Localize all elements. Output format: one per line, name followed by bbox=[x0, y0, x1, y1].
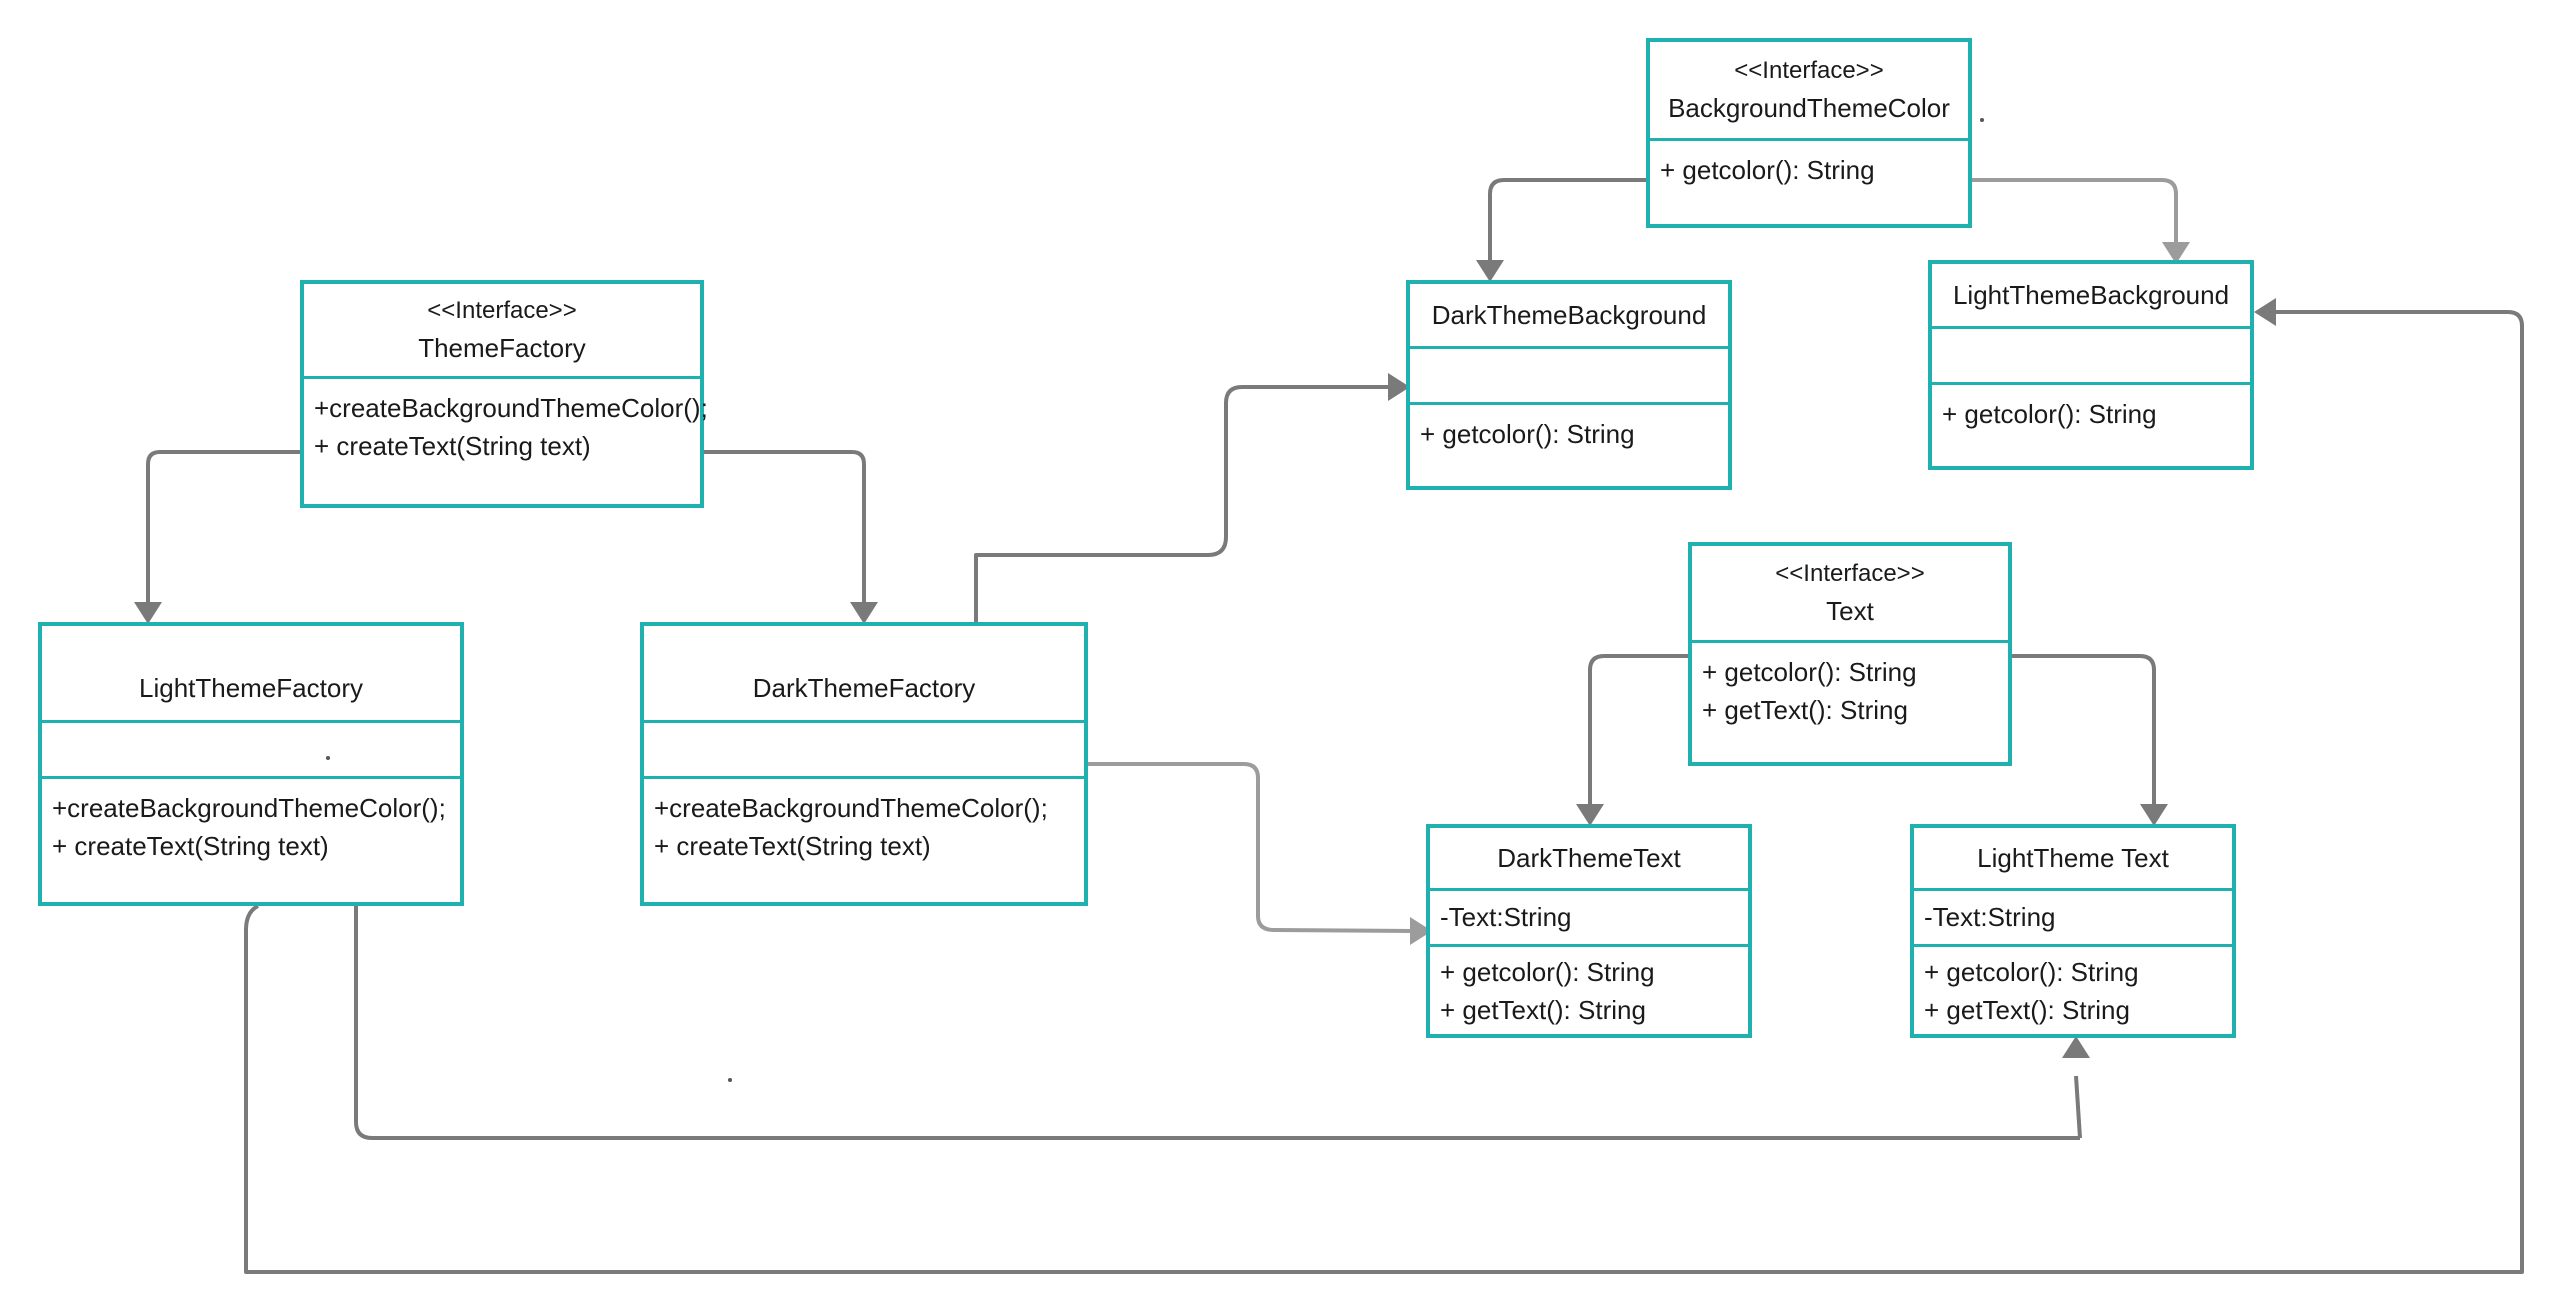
arrowhead bbox=[1388, 373, 1410, 401]
class-text[interactable]: <<Interface>> Text + getcolor(): String … bbox=[1688, 542, 2012, 766]
arrowhead bbox=[2062, 1036, 2090, 1058]
connector-lightthemetext-return bbox=[2074, 1075, 2082, 1139]
method: +createBackgroundThemeColor(); bbox=[654, 793, 1048, 823]
attribute: -Text:String bbox=[1440, 902, 1572, 932]
arrowhead bbox=[1576, 804, 1604, 826]
methods-section: + getcolor(): String bbox=[1410, 402, 1728, 486]
stray-dot bbox=[326, 756, 330, 760]
arrowhead bbox=[2254, 298, 2276, 326]
arrowhead bbox=[2162, 242, 2190, 264]
connector-darkthemefactory-to-darkthemebackground bbox=[974, 385, 1388, 622]
class-name: LightThemeBackground bbox=[1952, 280, 2230, 310]
stereotype-label: <<Interface>> bbox=[1775, 560, 1925, 587]
method: + getText(): String bbox=[1440, 995, 1646, 1025]
class-darkthemebackground[interactable]: DarkThemeBackground + getcolor(): String bbox=[1406, 280, 1732, 490]
connector-lightthemefactory-to-lightthemebackground bbox=[244, 310, 2524, 1274]
connector-text-to-lightthemetext bbox=[2012, 654, 2156, 804]
class-header: <<Interface>> ThemeFactory bbox=[304, 284, 700, 376]
method: + getText(): String bbox=[1924, 995, 2130, 1025]
attributes-section bbox=[1410, 346, 1728, 402]
class-header: <<Interface>> BackgroundThemeColor bbox=[1650, 42, 1968, 138]
method: + createText(String text) bbox=[52, 831, 329, 861]
class-header: LightThemeFactory bbox=[42, 626, 460, 720]
attributes-section: -Text:String bbox=[1914, 888, 2232, 944]
class-name: ThemeFactory bbox=[418, 333, 586, 363]
methods-section: +createBackgroundThemeColor(); + createT… bbox=[644, 776, 1084, 902]
attribute: -Text:String bbox=[1924, 902, 2056, 932]
connector-backgroundthemecolor-to-darkthemebackground bbox=[1488, 178, 1650, 260]
stereotype-label: <<Interface>> bbox=[427, 297, 577, 324]
method: +createBackgroundThemeColor(); bbox=[52, 793, 446, 823]
method: + getcolor(): String bbox=[1420, 419, 1635, 449]
arrowhead bbox=[1410, 917, 1432, 945]
class-name: DarkThemeText bbox=[1497, 843, 1681, 873]
method: + getcolor(): String bbox=[1702, 657, 1917, 687]
methods-section: + getcolor(): String bbox=[1650, 138, 1968, 224]
class-darkthemefactory[interactable]: DarkThemeFactory +createBackgroundThemeC… bbox=[640, 622, 1088, 906]
attributes-section bbox=[644, 720, 1084, 776]
attributes-section bbox=[42, 720, 460, 776]
class-name: DarkThemeBackground bbox=[1431, 300, 1707, 330]
method: + getcolor(): String bbox=[1942, 399, 2157, 429]
class-lightthemebackground[interactable]: LightThemeBackground + getcolor(): Strin… bbox=[1928, 260, 2254, 470]
attributes-section: -Text:String bbox=[1430, 888, 1748, 944]
class-darkthemetext[interactable]: DarkThemeText -Text:String + getcolor():… bbox=[1426, 824, 1752, 1038]
method: + getText(): String bbox=[1702, 695, 1908, 725]
connector-themefactory-to-darkthemefactory bbox=[704, 450, 866, 602]
class-header: <<Interface>> Text bbox=[1692, 546, 2008, 640]
methods-section: +createBackgroundThemeColor(); + createT… bbox=[304, 376, 708, 504]
class-header: DarkThemeFactory bbox=[644, 626, 1084, 720]
class-name: BackgroundThemeColor bbox=[1668, 93, 1950, 123]
arrowhead bbox=[1476, 260, 1504, 282]
method: +createBackgroundThemeColor(); bbox=[314, 393, 708, 423]
method: + getcolor(): String bbox=[1924, 957, 2139, 987]
connector-themefactory-to-lightthemefactory bbox=[146, 450, 300, 602]
class-themefactory[interactable]: <<Interface>> ThemeFactory +createBackgr… bbox=[300, 280, 708, 508]
method: + createText(String text) bbox=[314, 431, 591, 461]
methods-section: +createBackgroundThemeColor(); + createT… bbox=[42, 776, 460, 902]
class-name: DarkThemeFactory bbox=[752, 673, 976, 703]
arrowhead bbox=[134, 602, 162, 624]
class-header: DarkThemeBackground bbox=[1410, 284, 1728, 346]
class-header: LightThemeBackground bbox=[1932, 264, 2250, 326]
stray-dot bbox=[728, 1078, 732, 1082]
class-lightthemefactory[interactable]: LightThemeFactory +createBackgroundTheme… bbox=[38, 622, 464, 906]
connector-text-to-darkthemetext bbox=[1588, 654, 1692, 804]
method: + createText(String text) bbox=[654, 831, 931, 861]
class-name: Text bbox=[1826, 596, 1874, 626]
methods-section: + getcolor(): String + getText(): String bbox=[1430, 944, 1748, 1034]
class-lightthemetext[interactable]: LightTheme Text -Text:String + getcolor(… bbox=[1910, 824, 2236, 1038]
stray-dot bbox=[1980, 118, 1984, 122]
connector-backgroundthemecolor-to-lightthemebackground bbox=[1972, 178, 2178, 242]
methods-section: + getcolor(): String bbox=[1932, 382, 2250, 466]
arrowhead bbox=[2140, 804, 2168, 826]
attributes-section bbox=[1932, 326, 2250, 382]
method: + getcolor(): String bbox=[1660, 155, 1875, 185]
stereotype-label: <<Interface>> bbox=[1734, 57, 1884, 84]
methods-section: + getcolor(): String + getText(): String bbox=[1692, 640, 2008, 762]
method: + getcolor(): String bbox=[1440, 957, 1655, 987]
class-name: LightTheme Text bbox=[1977, 843, 2169, 873]
class-header: DarkThemeText bbox=[1430, 828, 1748, 888]
methods-section: + getcolor(): String + getText(): String bbox=[1914, 944, 2232, 1034]
arrowhead bbox=[850, 602, 878, 624]
class-header: LightTheme Text bbox=[1914, 828, 2232, 888]
class-name: LightThemeFactory bbox=[139, 673, 363, 703]
class-backgroundthemecolor[interactable]: <<Interface>> BackgroundThemeColor + get… bbox=[1646, 38, 1972, 228]
connector-darkthemefactory-to-darkthemetext bbox=[1088, 762, 1411, 933]
connector-lightthemefactory-to-lightthemetext bbox=[354, 906, 2080, 1140]
